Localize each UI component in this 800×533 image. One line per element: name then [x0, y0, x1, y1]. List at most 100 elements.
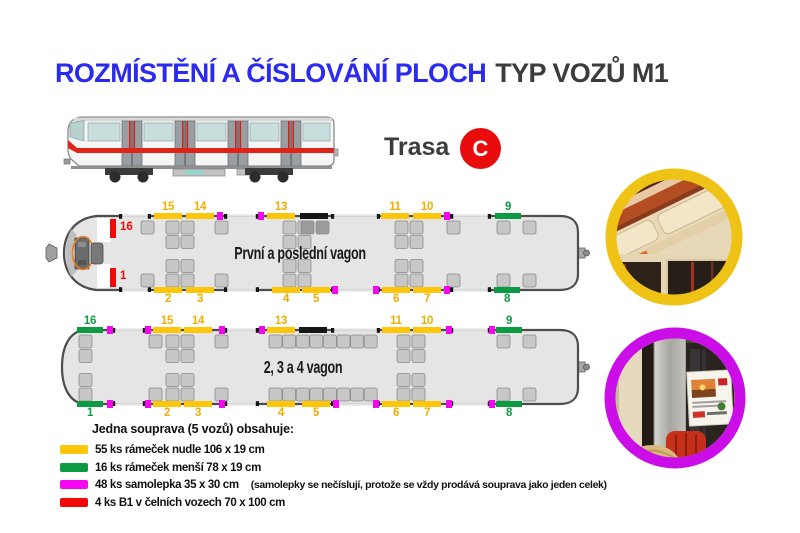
frame-number-11: 11	[390, 315, 402, 327]
page-title: ROZMÍSTĚNÍ A ČÍSLOVÁNÍ PLOCH TYP VOZŮ M1	[55, 58, 669, 89]
frame-number-9: 9	[505, 315, 513, 327]
car-body	[60, 328, 590, 406]
frame-unlabeled	[299, 327, 327, 333]
frame-number-1: 1	[86, 407, 94, 419]
interior-ceiling-photo	[605, 168, 743, 306]
legend-row-mensi: 16 ks rámeček menší 78 x 19 cm	[60, 458, 261, 476]
legend-swatch-green	[60, 462, 88, 472]
frame-number-3: 3	[196, 293, 204, 305]
sticker-mark	[332, 286, 338, 294]
frame-7	[413, 401, 441, 407]
frame-number-2: 2	[164, 293, 172, 305]
frame-4	[272, 287, 300, 293]
frame-number-14: 14	[191, 315, 205, 327]
sticker-mark	[259, 326, 265, 334]
frame-8	[496, 401, 522, 407]
frame-number-6: 6	[392, 407, 400, 419]
sticker-mark	[219, 326, 225, 334]
legend-text: 55 ks rámeček nudle 106 x 19 cm	[95, 444, 265, 456]
frame-1	[77, 401, 103, 407]
frame-number-10: 10	[420, 315, 434, 327]
frame-number-8: 8	[503, 293, 511, 305]
sticker-mark	[219, 400, 225, 408]
frame-15	[154, 213, 182, 219]
frame-11	[382, 327, 410, 333]
frame-number-4: 4	[277, 407, 285, 419]
frame-number-3: 3	[194, 407, 202, 419]
frame-unlabeled	[300, 213, 328, 219]
frame-number-10: 10	[420, 201, 434, 213]
legend-row-samolepka: 48 ks samolepka 35 x 30 cm (samolepky se …	[60, 475, 607, 493]
route-label: Trasa	[384, 133, 450, 161]
frame-number-1: 1	[120, 270, 127, 282]
frame-2	[154, 287, 182, 293]
door-ad-sticker	[686, 369, 734, 427]
frame-number-8: 8	[505, 407, 513, 419]
frame-4	[267, 401, 295, 407]
legend-swatch-yellow	[60, 445, 88, 454]
car-caption: První a poslední vagon	[234, 243, 366, 263]
frame-number-7: 7	[423, 293, 431, 305]
frame-14	[184, 327, 212, 333]
sticker-mark	[373, 400, 379, 408]
frame-number-2: 2	[163, 407, 171, 419]
frame-number-9: 9	[504, 201, 512, 213]
legend-swatch-red	[60, 497, 88, 507]
frame-number-13: 13	[274, 201, 288, 213]
frame-number-13: 13	[274, 315, 288, 327]
sticker-mark	[489, 326, 495, 334]
frame-11	[381, 213, 409, 219]
legend-swatch-magenta	[60, 480, 88, 489]
sticker-mark	[258, 212, 264, 220]
frame-2	[153, 401, 181, 407]
frame-3	[184, 401, 212, 407]
frame-13	[267, 327, 295, 333]
frame-number-14: 14	[193, 201, 207, 213]
sticker-mark	[444, 212, 450, 220]
interior-door-photo	[604, 327, 746, 469]
frame-9	[496, 327, 522, 333]
frame-9	[495, 213, 521, 219]
sticker-mark	[373, 286, 379, 294]
frame-number-11: 11	[389, 201, 401, 213]
sticker-mark	[333, 400, 339, 408]
frame-5	[302, 287, 330, 293]
frame-number-6: 6	[392, 293, 400, 305]
car-body	[45, 214, 590, 292]
page-title-suffix: TYP VOZŮ M1	[495, 58, 669, 88]
train-doors	[121, 120, 302, 167]
frame-10	[413, 327, 441, 333]
sticker-mark	[446, 400, 452, 408]
frame-14	[186, 213, 214, 219]
page-title-main: ROZMÍSTĚNÍ A ČÍSLOVÁNÍ PLOCH	[55, 58, 487, 88]
frame-10	[413, 213, 441, 219]
legend-row-nudle: 55 ks rámeček nudle 106 x 19 cm	[60, 440, 265, 458]
frame-3	[186, 287, 214, 293]
legend-header: Jedna souprava (5 vozů) obsahuje:	[92, 422, 294, 436]
sticker-mark	[489, 400, 495, 408]
frame-6	[382, 287, 410, 293]
frame-15	[153, 327, 181, 333]
train-side-illustration	[63, 116, 339, 183]
frame-8	[494, 287, 520, 293]
frame-number-5: 5	[312, 407, 320, 419]
frame-13	[267, 213, 295, 219]
car-caption: 2, 3 a 4 vagon	[263, 357, 343, 377]
sticker-mark	[107, 326, 113, 334]
frame-16	[77, 327, 103, 333]
frame-number-16: 16	[120, 221, 133, 233]
legend-note: (samolepky se nečíslují, protože se vždy…	[250, 479, 607, 491]
legend-row-b1: 4 ks B1 v čelních vozech 70 x 100 cm	[60, 493, 285, 511]
sticker-mark	[217, 212, 223, 220]
frame-number-7: 7	[423, 407, 431, 419]
legend-text: 4 ks B1 v čelních vozech 70 x 100 cm	[95, 496, 286, 509]
frame-7	[413, 287, 441, 293]
frame-number-5: 5	[312, 293, 320, 305]
sticker-mark	[107, 400, 113, 408]
route-c-badge: C	[460, 128, 501, 169]
legend-text: 48 ks samolepka 35 x 30 cm	[95, 479, 239, 491]
frame-number-16: 16	[83, 315, 97, 327]
